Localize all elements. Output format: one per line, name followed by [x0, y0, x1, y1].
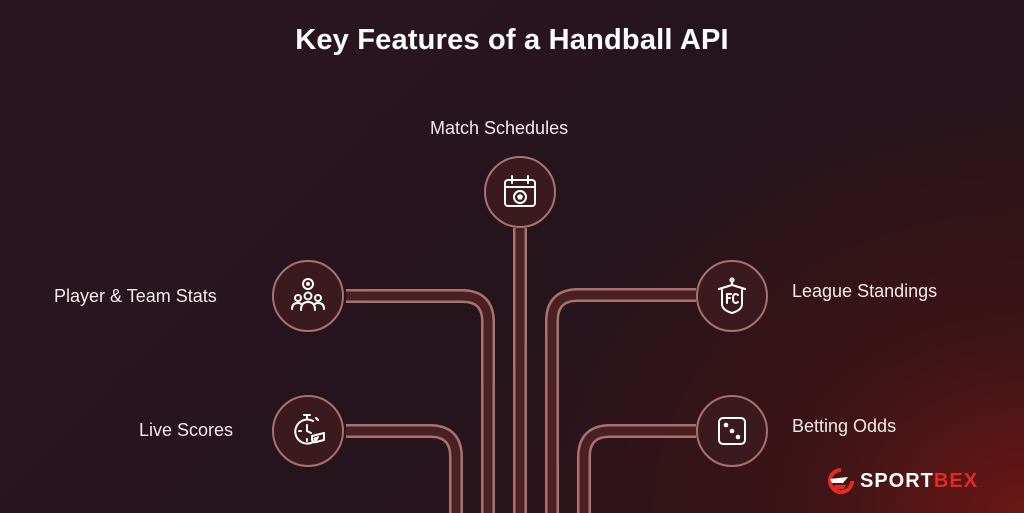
feature-label-betting-odds: Betting Odds — [792, 416, 897, 436]
fc-badge-icon — [718, 277, 746, 314]
calendar-ball-icon — [504, 175, 536, 207]
sportbex-wordmark: SPORTBEX — [860, 470, 978, 493]
dice-icon — [718, 417, 746, 445]
feature-label-player-team-stats: Player & Team Stats — [54, 286, 217, 306]
brand-name-part2: BEX — [933, 469, 979, 492]
feature-node-betting-odds — [696, 395, 768, 467]
sportbex-logo: SPORTBEX — [826, 467, 978, 495]
feature-node-player-team-stats — [272, 260, 344, 332]
stopwatch-whistle-icon — [294, 414, 325, 445]
brand-name-part1: SPORT — [860, 469, 934, 492]
connector-league-standings — [545, 288, 696, 513]
connector-live-scores — [346, 424, 463, 513]
feature-node-live-scores — [272, 395, 344, 467]
feature-node-match-schedules — [484, 156, 556, 228]
feature-label-live-scores: Live Scores — [139, 420, 234, 440]
team-ball-icon — [291, 278, 325, 311]
feature-node-league-standings — [696, 260, 768, 332]
sportbex-logo-icon — [828, 468, 854, 494]
page-title: Key Features of a Handball API — [295, 24, 729, 56]
feature-label-league-standings: League Standings — [792, 281, 938, 301]
connector-betting-odds — [577, 424, 696, 513]
connector-player-team-stats — [346, 289, 495, 513]
feature-label-match-schedules: Match Schedules — [430, 118, 569, 138]
